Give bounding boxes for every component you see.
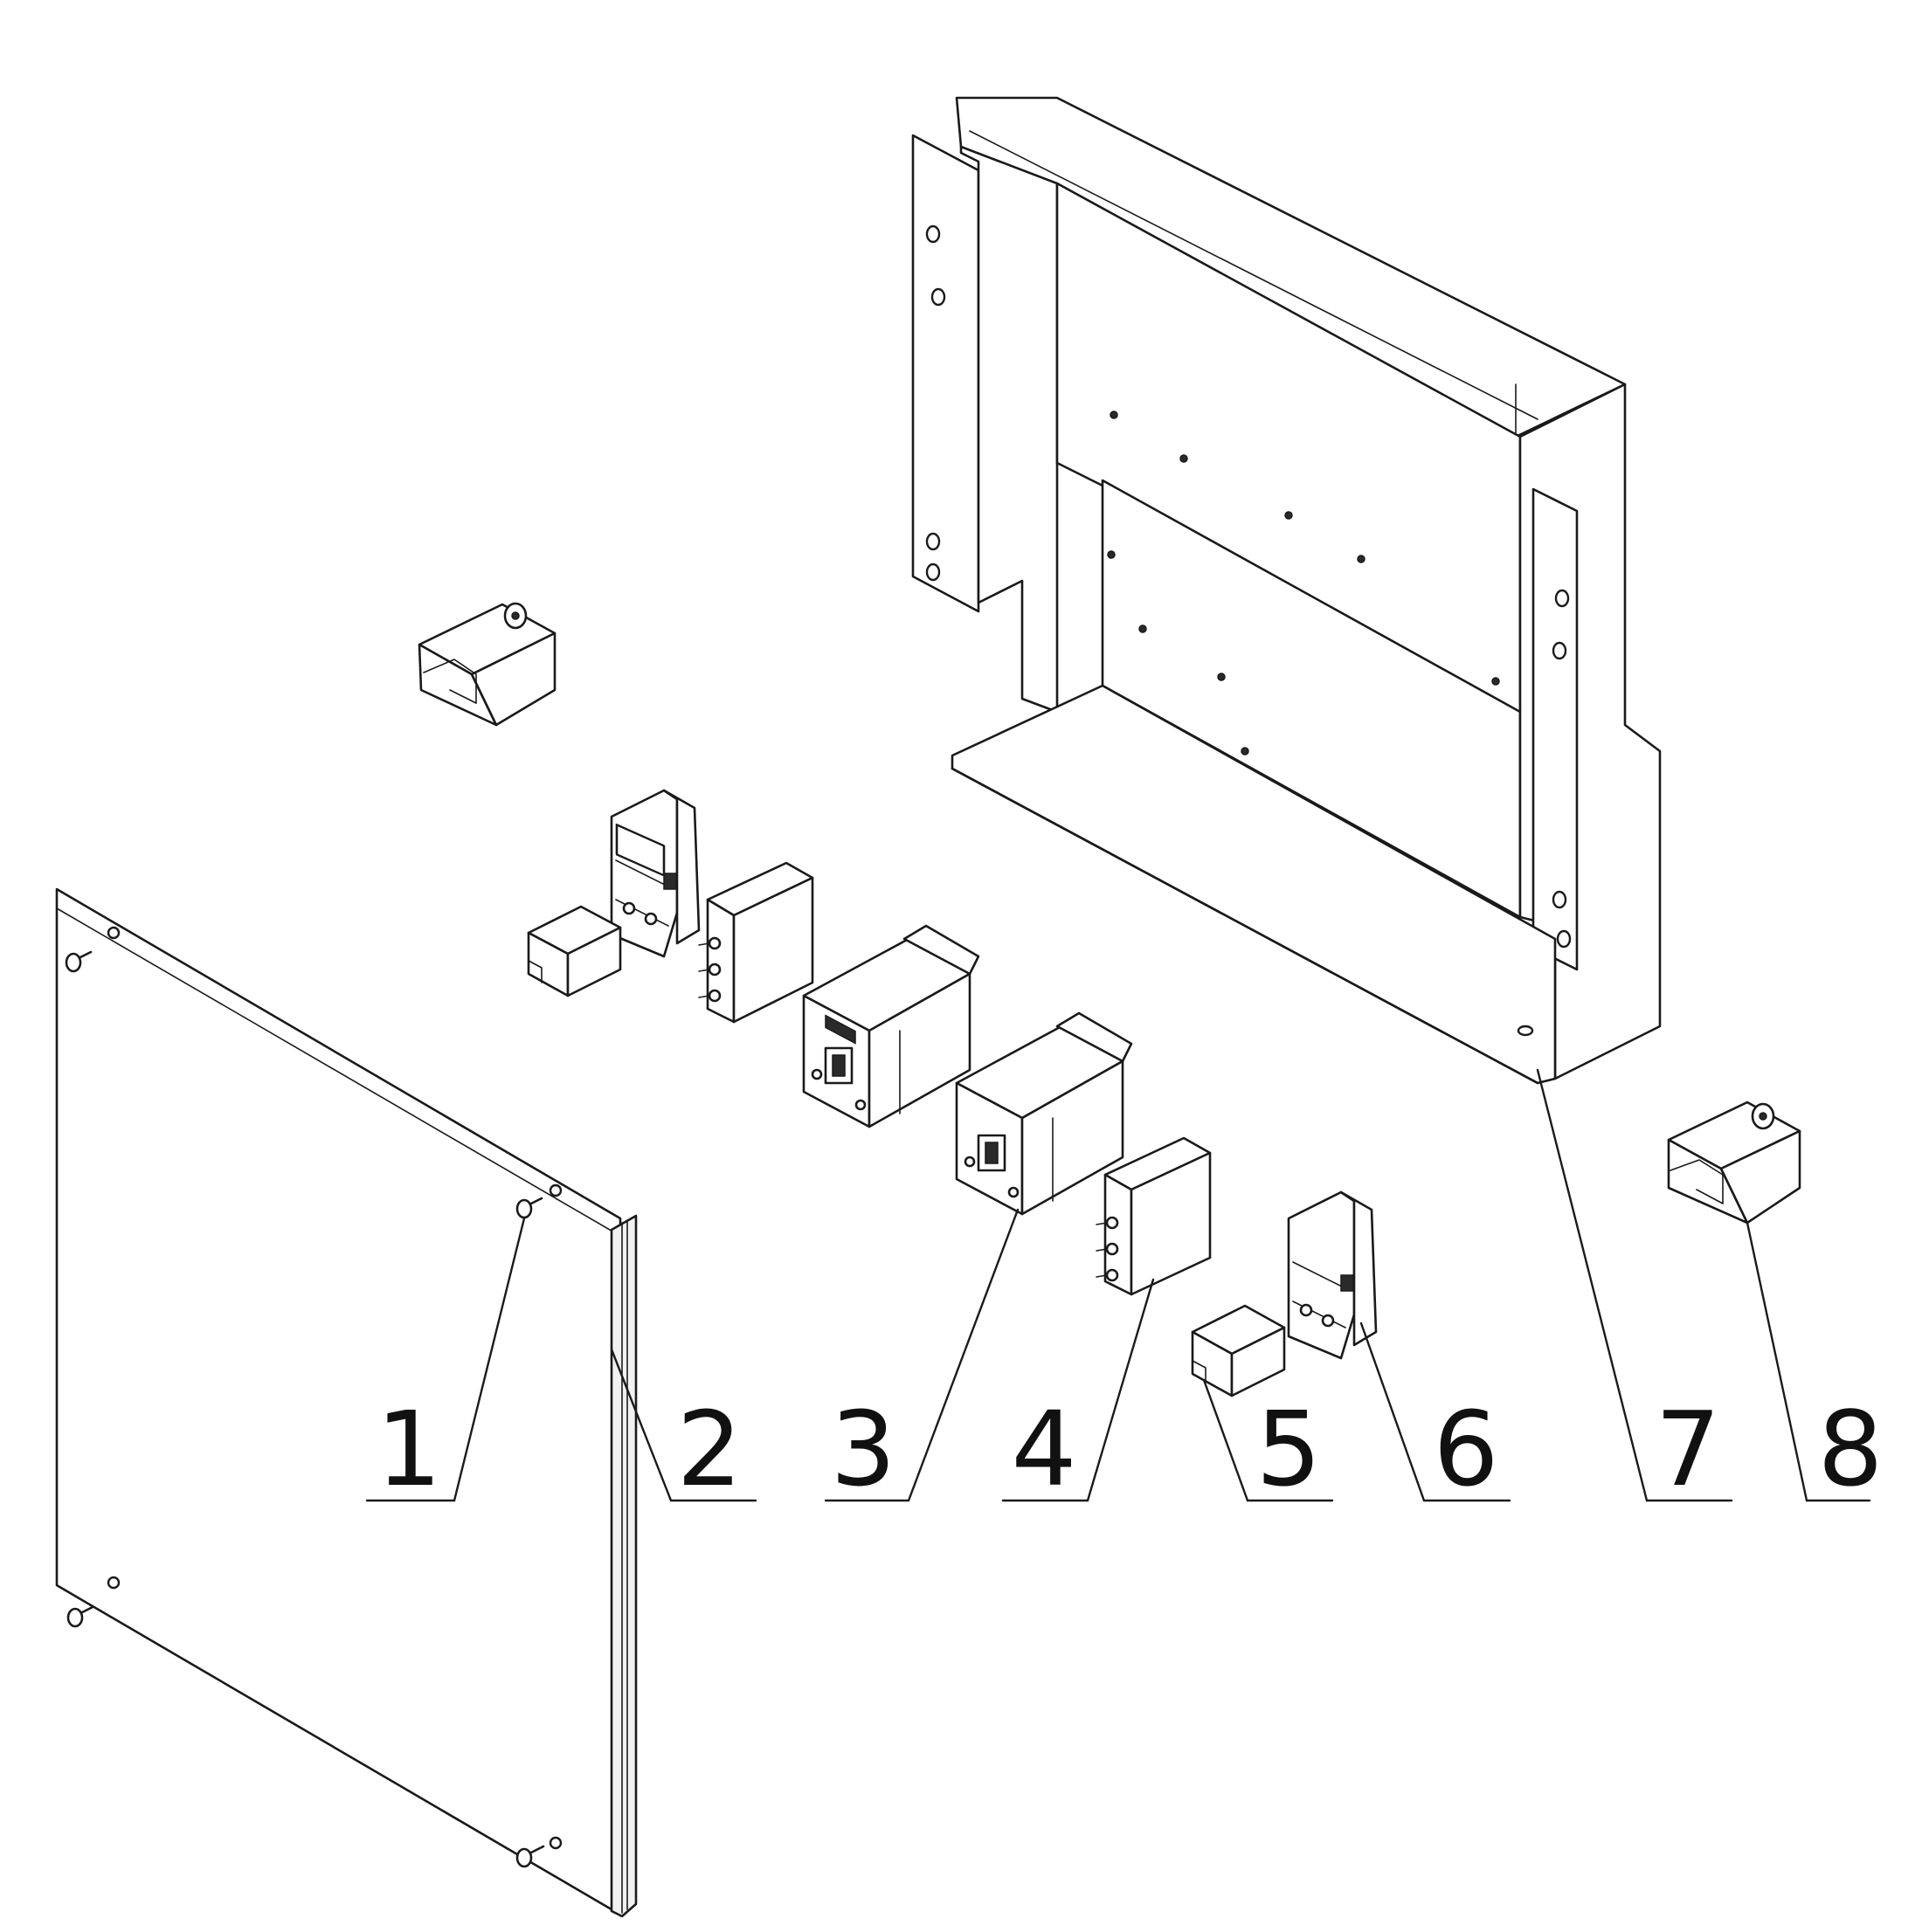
callout-8: 8	[1817, 1389, 1883, 1509]
callout-7: 7	[1655, 1389, 1720, 1509]
leader-lines	[365, 1068, 1871, 1502]
enclosure-right-flange	[1531, 487, 1579, 971]
flange-hole	[925, 562, 941, 582]
screw-top-left	[65, 950, 93, 973]
aux-block-4	[1096, 1136, 1212, 1296]
screw-bottom-left	[66, 1605, 94, 1628]
relay-block-5	[1191, 1304, 1286, 1397]
enclosure-left-flange	[911, 134, 980, 613]
leader-7	[1536, 1068, 1733, 1502]
flange-hole	[925, 532, 941, 551]
flange-hole	[1556, 929, 1572, 949]
screw-bottom-right	[515, 1845, 545, 1868]
contactor-upper	[802, 924, 980, 1128]
leader-4	[1001, 1278, 1155, 1502]
leader-6	[1359, 1321, 1511, 1502]
callout-labels: 1 2 3 4 5 6 7 8	[376, 1389, 1883, 1509]
flange-hole	[1552, 890, 1567, 909]
leader-5	[1202, 1378, 1334, 1502]
leader-3	[824, 1208, 1020, 1502]
aux-block-upper	[698, 861, 814, 1024]
flange-hole	[1554, 589, 1570, 608]
din-relay-upper	[610, 789, 701, 958]
cover-plate	[55, 887, 622, 1916]
callout-3: 3	[830, 1389, 895, 1509]
callout-5: 5	[1255, 1389, 1321, 1509]
callout-6: 6	[1433, 1389, 1498, 1509]
callout-1: 1	[376, 1389, 441, 1509]
relay-block-upper	[527, 905, 622, 997]
flange-hole	[925, 224, 941, 244]
front-cover-panel	[55, 887, 638, 1918]
leader-2	[610, 1348, 757, 1502]
din-relay-6	[1287, 1190, 1378, 1360]
flange-hole	[930, 287, 946, 307]
enclosure-housing	[911, 96, 1662, 1085]
screw-callout-1	[515, 1197, 543, 1219]
leader-8	[1746, 1221, 1871, 1502]
callout-2: 2	[676, 1389, 742, 1509]
cover-edge-strip	[610, 1214, 638, 1918]
leader-1	[365, 1217, 526, 1502]
callout-4: 4	[1011, 1389, 1076, 1509]
capacitor-8	[1667, 1101, 1801, 1225]
capacitor-upper	[418, 602, 557, 727]
contactor-3	[955, 1011, 1133, 1216]
flange-hole	[1552, 641, 1567, 660]
